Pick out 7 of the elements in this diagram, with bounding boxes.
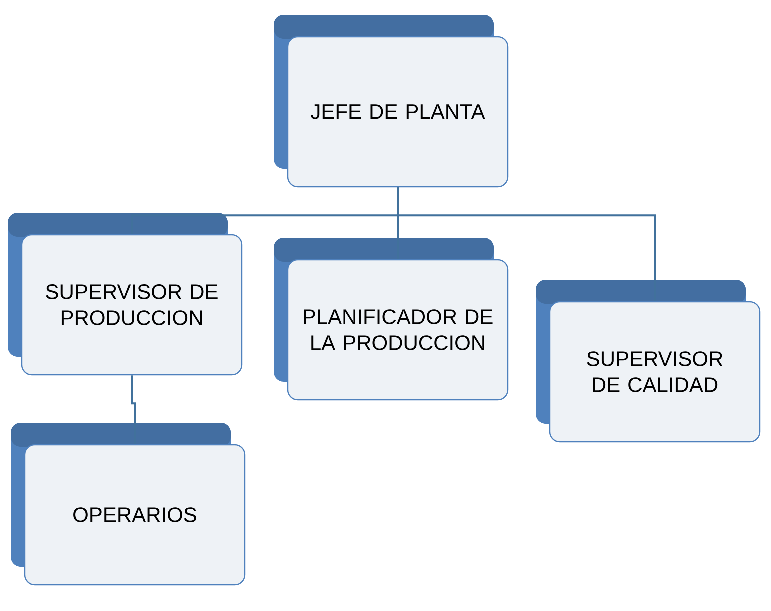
connector-line — [131, 376, 136, 444]
org-box: SUPERVISOR DE PRODUCCION — [8, 213, 243, 376]
org-box: PLANIFICADOR DE LA PRODUCCION — [274, 238, 509, 401]
org-box: SUPERVISOR DE CALIDAD — [536, 280, 761, 443]
org-box: JEFE DE PLANTA — [274, 15, 509, 188]
org-box: OPERARIOS — [11, 423, 246, 586]
connector-line — [397, 188, 656, 302]
